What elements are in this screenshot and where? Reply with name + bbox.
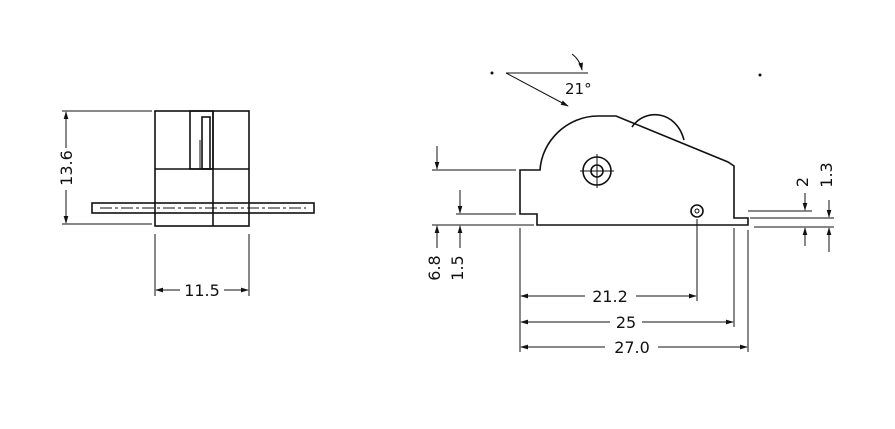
side-view: 21° 6.8 1.5 2 1.3 21.2 25 bbox=[425, 53, 836, 357]
drawing-dot-left bbox=[490, 71, 494, 75]
angle-leader-line bbox=[505, 72, 569, 107]
dim-21-2-label: 21.2 bbox=[592, 287, 628, 306]
dim-2-label: 2 bbox=[793, 177, 812, 187]
dim-1-5-label: 1.5 bbox=[448, 255, 467, 280]
dim-6-8-label: 6.8 bbox=[425, 255, 444, 280]
angle-dim-label: 21° bbox=[565, 80, 592, 98]
drawing-dot-right bbox=[758, 73, 762, 77]
small-hole-inner bbox=[694, 208, 700, 214]
dim-27-label: 27.0 bbox=[614, 338, 650, 357]
front-view-slot-insert bbox=[201, 116, 211, 170]
side-view-body bbox=[519, 115, 749, 226]
small-hole bbox=[690, 204, 704, 218]
front-view-mounting-plate bbox=[91, 202, 315, 214]
dim-1-3-label: 1.3 bbox=[817, 162, 836, 187]
width-dim-label: 11.5 bbox=[184, 281, 220, 300]
height-dim-label: 13.6 bbox=[57, 150, 76, 186]
dim-25-label: 25 bbox=[616, 313, 636, 332]
side-view-rear-bump bbox=[631, 113, 685, 141]
front-view: 13.6 11.5 bbox=[57, 110, 315, 300]
angle-arc-arrow bbox=[571, 53, 583, 71]
